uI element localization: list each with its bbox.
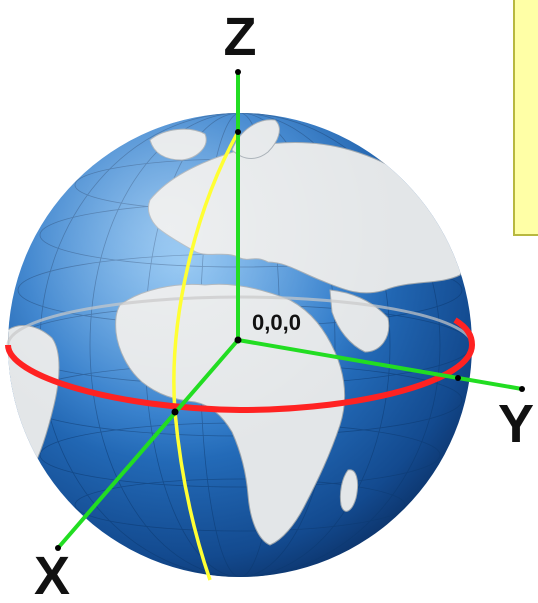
z-axis-end-point [235, 69, 241, 75]
x-axis-end-point [55, 545, 61, 551]
y-axis-line [236, 338, 524, 391]
x-axis-surface-point [171, 408, 179, 416]
y-axis-label: Y [498, 394, 534, 454]
x-axis-line [56, 338, 240, 550]
globe-surface [8, 113, 472, 577]
origin-label: 0,0,0 [252, 310, 301, 335]
y-axis-surface-point [455, 375, 461, 381]
coordinate-axes [56, 70, 524, 550]
axis-points [55, 69, 525, 551]
note-box [513, 0, 538, 236]
north-pole-point [235, 129, 241, 135]
z-axis-label: Z [224, 7, 257, 67]
origin-point [234, 336, 242, 344]
prime-meridian-line [172, 131, 240, 581]
x-axis-label: X [34, 546, 70, 598]
y-axis-end-point [519, 386, 525, 392]
equator-right-edge [453, 317, 475, 346]
globe-highlight [8, 113, 472, 577]
